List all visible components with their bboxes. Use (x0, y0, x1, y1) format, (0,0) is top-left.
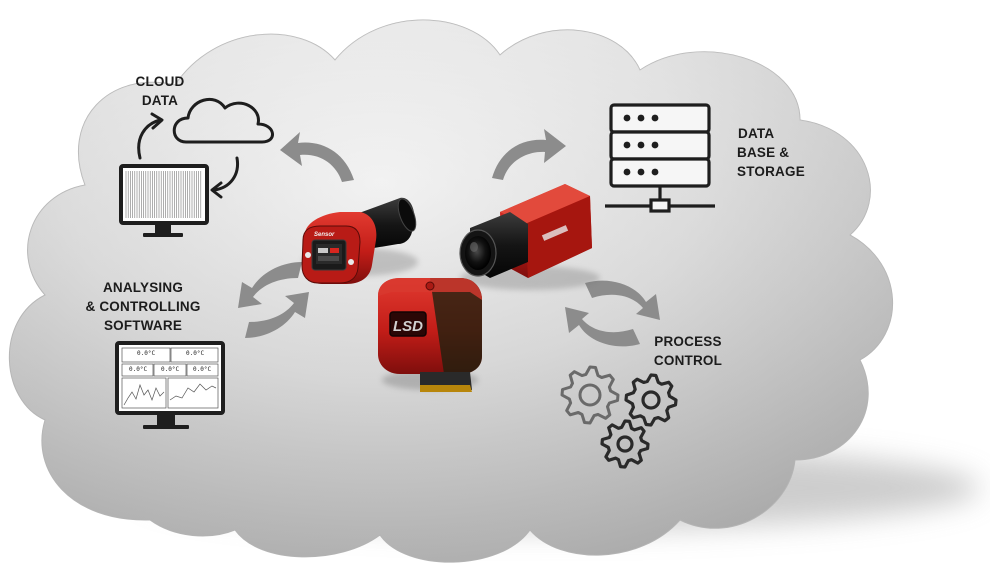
gears-icon (560, 365, 678, 469)
cloud-outline-icon (172, 97, 274, 144)
swap-arrow-lower-left-icon (245, 292, 309, 338)
software-label-line1: ANALYSING (102, 280, 184, 295)
arrow-to-database-icon (492, 129, 566, 180)
swap-arrow-lower-right-icon (565, 307, 640, 347)
swap-arrow-upper-left-icon (238, 262, 302, 308)
gear-small-icon-hole (616, 435, 634, 453)
screen-readout-top-left: 0.0°C (137, 350, 156, 357)
arrow-to-cloud-icon (280, 132, 354, 182)
pyrometer-device: Sensor (301, 197, 418, 284)
monitor-data-lines (125, 171, 202, 218)
software-monitor-icon (115, 341, 225, 429)
thermal-camera-device (459, 184, 600, 290)
software-label: ANALYSING & CONTROLLING SOFTWARE (68, 278, 218, 335)
gear-small-icon (600, 419, 650, 469)
swap-arrow-upper-right-icon (585, 280, 660, 320)
screen-readout-mid-right: 0.0°C (193, 366, 212, 373)
sensor-brand-label: LSD (393, 318, 423, 335)
process-control-label-line1: PROCESS (654, 334, 722, 349)
gear-medium-icon-hole (641, 390, 661, 410)
screen-readout-top-right: 0.0°C (186, 350, 205, 357)
curved-arrow-down-icon (212, 156, 240, 192)
lsd-sensor-device: LSD (378, 278, 482, 392)
screen-readout-mid-left: 0.0°C (129, 366, 148, 373)
cloud-data-label-line2: DATA (141, 93, 179, 108)
database-label-line2: BASE & (737, 145, 790, 160)
gear-large-icon-hole (578, 383, 602, 407)
screen-readout-mid-center: 0.0°C (161, 366, 180, 373)
gear-medium-icon (624, 373, 678, 427)
database-server-icon (605, 103, 715, 213)
database-label-line1: DATA (738, 126, 775, 141)
software-ui-panels (121, 347, 219, 409)
data-monitor-icon (119, 164, 209, 237)
curved-arrow-up-icon (137, 118, 162, 160)
cloud-data-label-line1: CLOUD (135, 74, 185, 89)
cloud-data-label: CLOUD DATA (128, 72, 192, 110)
process-control-label-line2: CONTROL (653, 353, 723, 368)
gear-large-icon (560, 365, 620, 425)
grey-arrows (238, 129, 660, 347)
pyrometer-brand-label: Sensor (314, 232, 335, 238)
software-label-line2: & CONTROLLING (85, 299, 201, 314)
database-label: DATA BASE & STORAGE (737, 124, 805, 181)
software-label-line3: SOFTWARE (103, 318, 183, 333)
process-control-label: PROCESS CONTROL (650, 332, 726, 370)
cloud-data-icon (137, 97, 274, 199)
database-label-line3: STORAGE (737, 164, 805, 179)
